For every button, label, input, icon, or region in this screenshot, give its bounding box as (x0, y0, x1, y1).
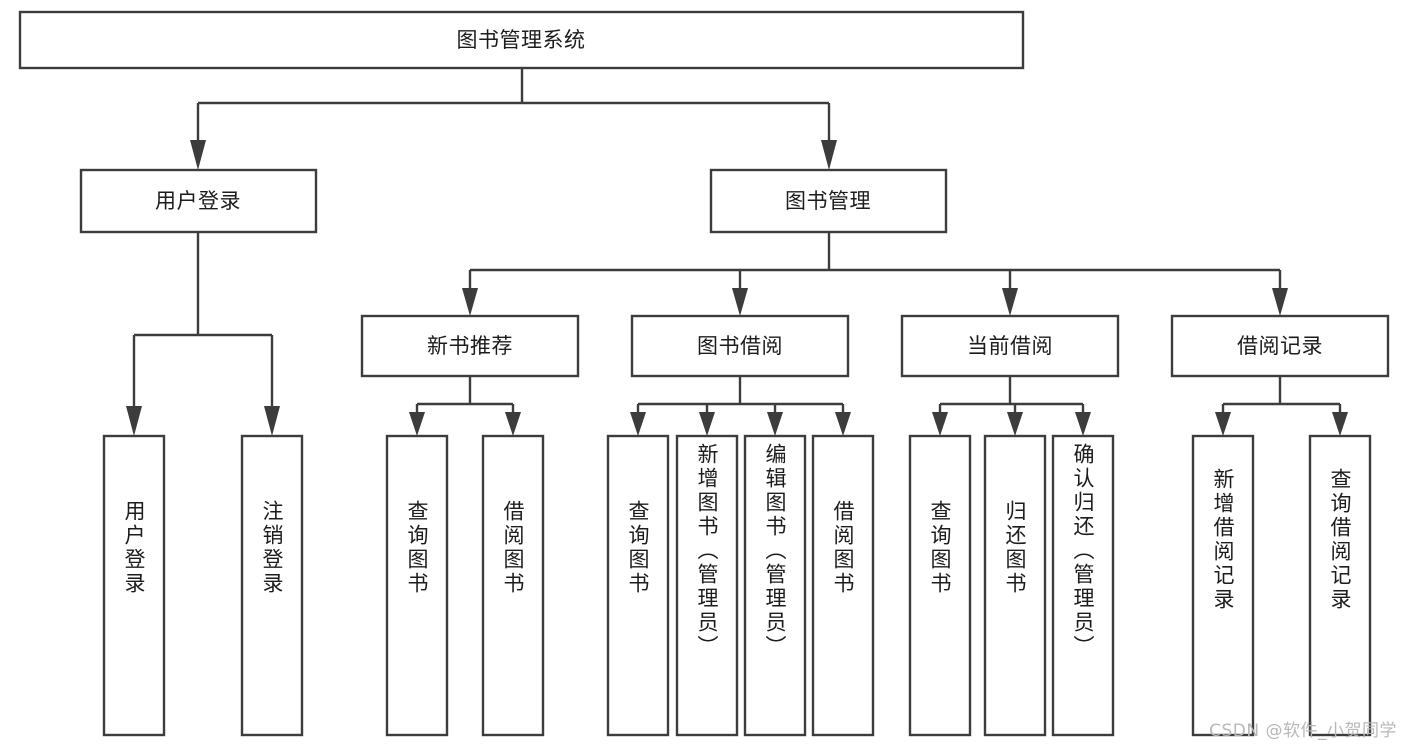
node-current-borrow-label: 当前借阅 (967, 334, 1053, 358)
node-leaf-confirm-return-box[interactable] (1051, 434, 1115, 737)
arrowhead-leaf-query-book-1 (409, 412, 425, 436)
csdn-watermark: CSDN @软件_小贺同学 (1209, 721, 1397, 741)
arrowhead-new-book (462, 288, 478, 316)
node-leaf-add-record-box[interactable] (1191, 434, 1255, 737)
node-book-manage-box[interactable] (709, 168, 948, 234)
node-borrow-record-label: 借阅记录 (1237, 334, 1323, 358)
node-book-borrow-box[interactable] (630, 314, 850, 378)
arrowhead-leaf-user-login (126, 406, 142, 436)
arrowhead-leaf-logout (264, 406, 280, 436)
arrowhead-leaf-query-record (1332, 412, 1348, 436)
arrowhead-leaf-confirm-return (1075, 412, 1091, 436)
node-user-login-label: 用户登录 (155, 189, 241, 213)
node-leaf-query-book-3-box[interactable] (908, 434, 972, 737)
arrowhead-leaf-query-book-2 (630, 412, 646, 436)
node-leaf-borrow-book-2-box[interactable] (811, 434, 875, 737)
connector-current-borrow-to-leaves (932, 376, 1091, 436)
arrowhead-leaf-query-book-3 (932, 412, 948, 436)
arrowhead-book-borrow (732, 288, 748, 316)
arrowhead-leaf-return-book (1007, 412, 1023, 436)
node-leaf-query-record-box[interactable] (1308, 434, 1372, 737)
connector-book-borrow-to-leaves (630, 376, 851, 436)
node-leaf-borrow-book-1-box[interactable] (481, 434, 545, 737)
connector-new-book-to-leaves (409, 376, 521, 436)
arrowhead-leaf-add-record (1215, 412, 1231, 436)
node-root-label: 图书管理系统 (457, 28, 586, 52)
node-current-borrow-box[interactable] (900, 314, 1120, 378)
node-leaf-add-book-box[interactable] (675, 434, 739, 737)
arrowhead-current-borrow (1002, 288, 1018, 316)
node-root-box[interactable] (18, 10, 1025, 70)
arrowhead-book-manage (821, 140, 837, 170)
connector-root-to-level2 (190, 68, 837, 170)
arrowhead-borrow-record (1272, 288, 1288, 316)
connector-borrow-record-to-leaves (1215, 376, 1348, 436)
node-user-login-box[interactable] (79, 168, 318, 234)
connector-user-login-to-leaves (126, 232, 280, 436)
node-borrow-record-box[interactable] (1170, 314, 1390, 378)
node-leaf-query-book-2-box[interactable] (606, 434, 670, 737)
arrowhead-leaf-add-book (699, 412, 715, 436)
arrowhead-leaf-borrow-book-2 (835, 412, 851, 436)
arrowhead-leaf-borrow-book-1 (505, 412, 521, 436)
arrowhead-leaf-edit-book (767, 412, 783, 436)
node-leaf-logout-box[interactable] (240, 434, 304, 737)
node-new-book-box[interactable] (360, 314, 580, 378)
arrowhead-user-login (190, 140, 206, 170)
node-leaf-return-book-box[interactable] (983, 434, 1047, 737)
node-book-manage-label: 图书管理 (785, 189, 871, 213)
node-book-borrow-label: 图书借阅 (697, 334, 783, 358)
connector-book-manage-to-level3 (462, 232, 1288, 316)
node-leaf-user-login-box[interactable] (102, 434, 166, 737)
node-leaf-query-book-1-box[interactable] (385, 434, 449, 737)
node-leaf-edit-book-box[interactable] (743, 434, 807, 737)
node-new-book-label: 新书推荐 (427, 334, 513, 358)
